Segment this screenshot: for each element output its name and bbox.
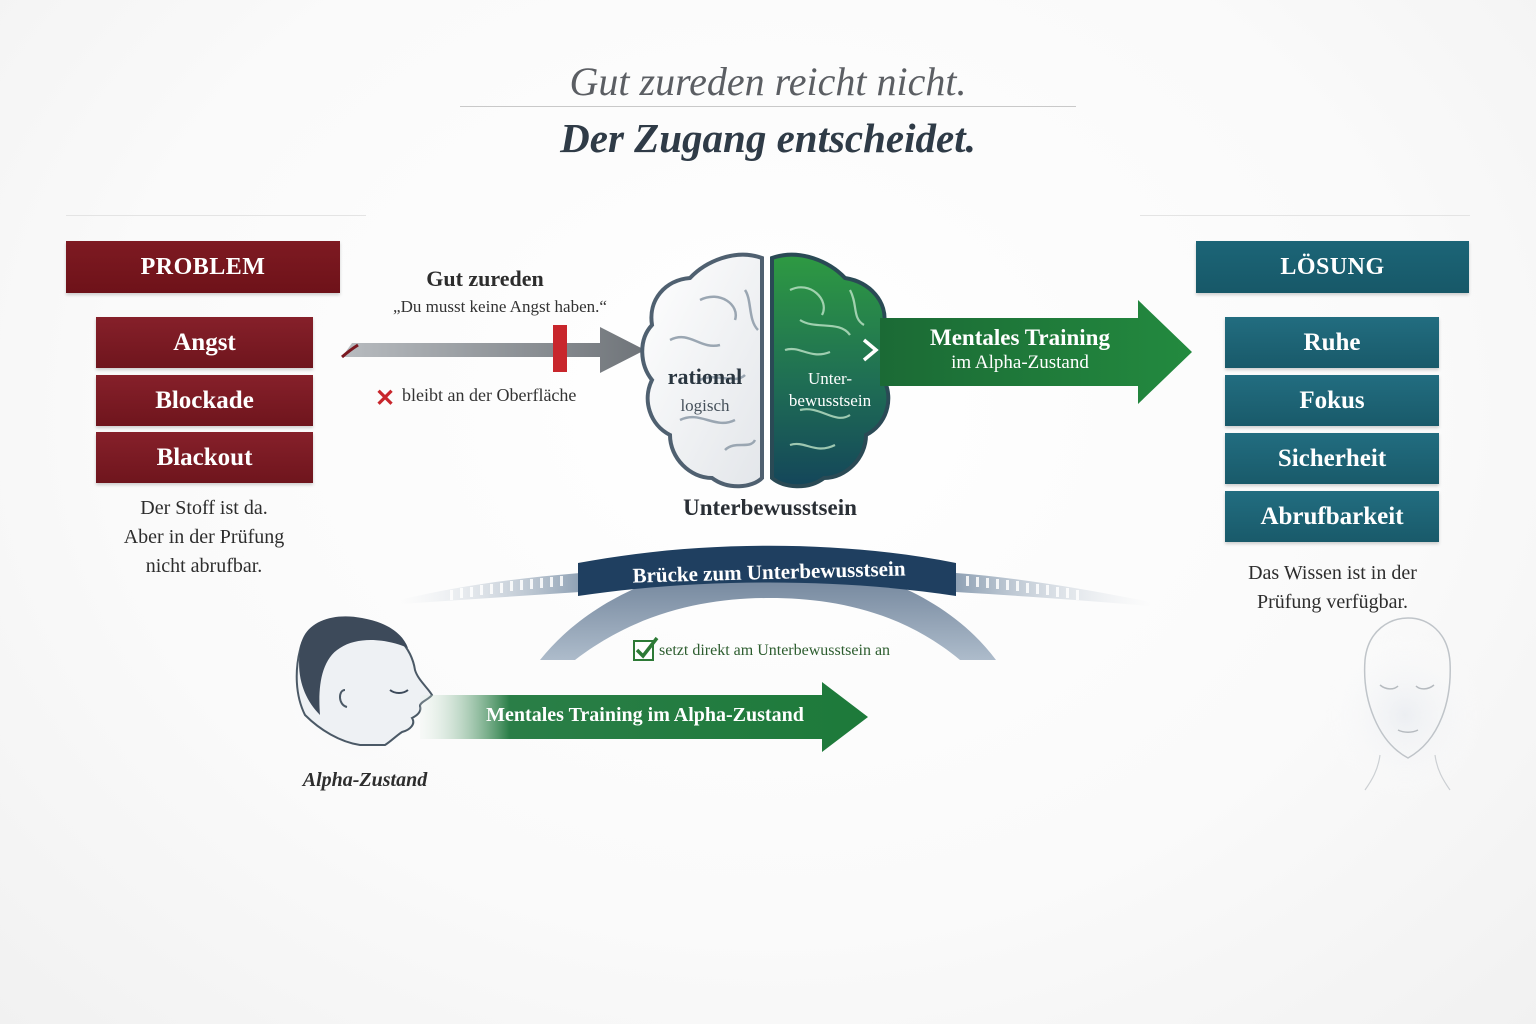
problem-caption-line: nicht abrufbar. — [145, 555, 263, 577]
title-divider — [460, 106, 1076, 107]
main-arrow-line-1: Mentales Training — [930, 325, 1110, 350]
brain-icon — [640, 252, 896, 489]
solution-item-ruhe: Ruhe — [1225, 317, 1439, 368]
solution-header: LÖSUNG — [1196, 241, 1469, 293]
solution-item-abrufbarkeit: Abrufbarkeit — [1225, 491, 1439, 542]
solution-item-fokus: Fokus — [1225, 375, 1439, 426]
alpha-label: Alpha-Zustand — [302, 769, 428, 791]
gut-zureden-arrow — [341, 325, 645, 373]
problem-item-blockade: Blockade — [96, 375, 313, 426]
problem-caption-line: Der Stoff ist da. — [140, 497, 268, 519]
problem-item-angst: Angst — [96, 317, 313, 368]
solution-caption-line: Das Wissen ist in der — [1248, 562, 1417, 584]
surface-result-text: bleibt an der Oberfläche — [402, 385, 577, 405]
calm-face-icon — [1325, 617, 1485, 800]
x-icon: ✕ — [375, 386, 396, 412]
gut-zureden-title: Gut zureden — [426, 266, 544, 291]
problem-caption: Der Stoff ist da. Aber in der Prüfung ni… — [66, 494, 342, 581]
brain-right-label-line: Unter- — [807, 369, 853, 388]
solution-caption-line: Prüfung verfügbar. — [1256, 591, 1409, 613]
blocker-bar — [553, 325, 567, 372]
bridge-check-text: setzt direkt am Unterbewusstsein an — [659, 642, 891, 659]
solution-caption: Das Wissen ist in der Prüfung verfügbar. — [1196, 559, 1469, 617]
face-profile-icon — [280, 610, 440, 770]
brain-caption: Unterbewusstsein — [683, 495, 857, 520]
gut-zureden-quote: „Du musst keine Angst haben.“ — [393, 297, 607, 316]
title-line-1: Gut zureden reicht nicht. — [569, 59, 967, 104]
problem-item-blackout: Blackout — [96, 432, 313, 483]
brain-left-label: rational — [667, 364, 743, 389]
checkbox-check-icon — [633, 636, 659, 661]
solution-panel-rule — [1140, 215, 1470, 216]
bottom-arrow-label: Mentales Training im Alpha-Zustand — [486, 704, 804, 726]
problem-caption-line: Aber in der Prüfung — [123, 526, 285, 548]
brain-right-label: Unter- bewusstsein — [770, 368, 890, 412]
solution-item-sicherheit: Sicherheit — [1225, 433, 1439, 484]
problem-header: PROBLEM — [66, 241, 340, 293]
title-line-2: Der Zugang entscheidet. — [560, 115, 976, 161]
mentales-training-arrow — [880, 300, 1192, 404]
main-arrow-line-2: im Alpha-Zustand — [951, 352, 1089, 373]
brain-right-label-line: bewusstsein — [788, 391, 872, 410]
bottom-arrow — [420, 682, 868, 752]
problem-panel-rule — [66, 215, 366, 216]
bridge-graphic — [400, 545, 1150, 660]
brain-left-sub: logisch — [680, 396, 730, 415]
